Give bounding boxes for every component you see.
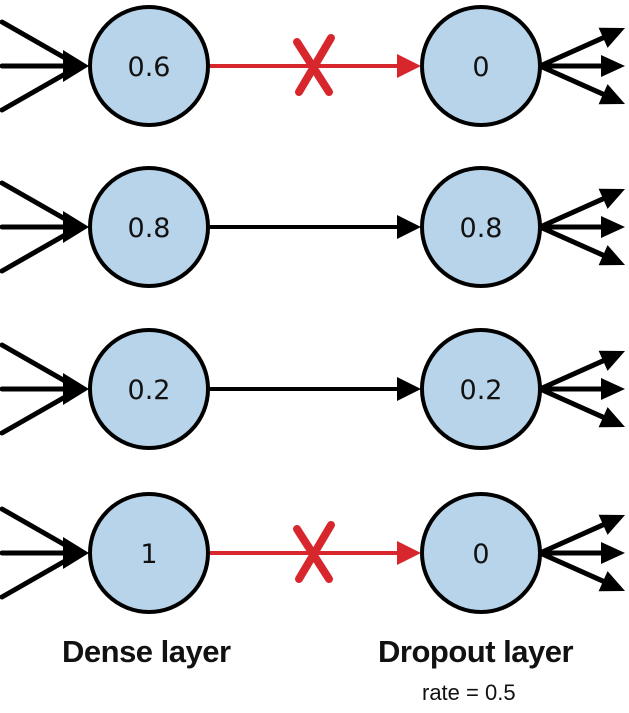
dropout-node-2: [420, 166, 542, 288]
output-arrowhead-4-1: [598, 514, 625, 535]
connection-arrowhead-1: [397, 54, 421, 78]
dropped-cross-1-b: [295, 34, 335, 96]
dense-node-3-value: 0.2: [128, 375, 171, 406]
dense-node-1-value: 0.6: [128, 52, 171, 83]
connection-arrowhead-4: [397, 541, 421, 565]
output-arrowhead-2-2: [601, 216, 625, 238]
input-arrowhead-2: [63, 211, 89, 243]
dense-node-4: [88, 492, 210, 614]
output-connection-1-1: [537, 33, 610, 69]
dropout-node-4-value: 0: [472, 539, 489, 570]
dense-layer-label: Dense layer: [62, 634, 231, 669]
dropout-node-4: [420, 492, 542, 614]
dense-node-1: [88, 5, 210, 127]
output-arrowhead-3-3: [598, 407, 625, 428]
output-arrowhead-1-3: [598, 84, 625, 105]
output-arrowhead-1-1: [598, 27, 625, 48]
dropout-node-3-value: 0.2: [460, 375, 503, 406]
output-arrowhead-2-3: [598, 245, 625, 266]
output-connection-3-1: [537, 356, 610, 392]
output-arrowhead-4-2: [601, 542, 625, 564]
output-connection-3-3: [537, 386, 610, 422]
dense-node-2-value: 0.8: [128, 213, 171, 244]
output-arrowhead-2-1: [598, 188, 625, 209]
input-arrowhead-3: [63, 373, 89, 405]
output-arrowhead-4-3: [598, 571, 625, 592]
output-arrowhead-3-2: [601, 378, 625, 400]
dropout-node-1-value: 0: [472, 52, 489, 83]
dropout-node-1: [420, 5, 542, 127]
output-connection-4-1: [537, 520, 610, 556]
output-connection-2-1: [537, 194, 610, 230]
dropped-cross-4-b: [295, 521, 335, 583]
dropout-rate-label: rate = 0.5: [422, 680, 516, 705]
dense-node-2: [88, 166, 210, 288]
output-connection-2-3: [537, 224, 610, 260]
output-arrowhead-3-1: [598, 350, 625, 371]
connection-arrowhead-2: [397, 215, 421, 239]
input-arrowhead-1: [63, 50, 89, 82]
output-arrowhead-1-2: [601, 55, 625, 77]
dense-node-4-value: 1: [140, 539, 157, 570]
connection-arrowhead-3: [397, 377, 421, 401]
input-arrowhead-4: [63, 537, 89, 569]
output-connection-4-3: [537, 550, 610, 586]
dense-node-3: [88, 328, 210, 450]
dropout-node-3: [420, 328, 542, 450]
output-connection-1-3: [537, 63, 610, 99]
dropout-layer-label: Dropout layer: [378, 634, 574, 669]
dropout-node-2-value: 0.8: [460, 213, 503, 244]
